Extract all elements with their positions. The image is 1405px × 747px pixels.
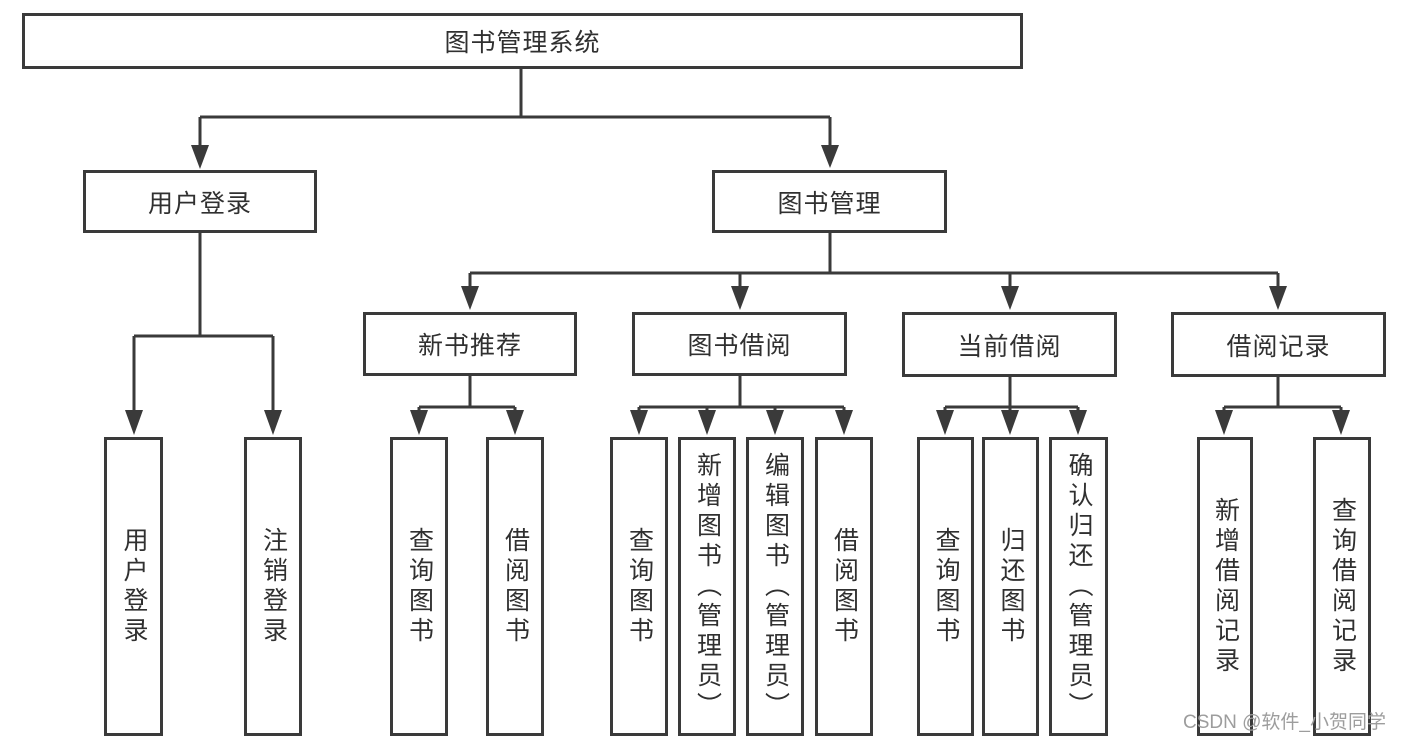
node-book-management: 图书管理 [712,170,947,233]
node-leaf-logout: 注销登录 [244,437,302,736]
node-bb-borrow-books: 借阅图书 [815,437,873,736]
node-leaf-user-login-label: 用户登录 [120,526,148,647]
node-cb-return-books-label: 归还图书 [997,526,1025,647]
node-user-login-group-label: 用户登录 [147,189,252,218]
node-leaf-user-login: 用户登录 [104,437,163,736]
node-bb-query-books-label: 查询图书 [625,526,654,647]
node-bb-add-books-label: 新增图书（管理员） [693,451,722,722]
node-book-borrowing-label: 图书借阅 [687,332,792,360]
node-leaf-logout-label: 注销登录 [259,526,288,647]
watermark: CSDN @软件_小贺同学 [1183,712,1386,733]
node-bb-edit-books-label: 编辑图书（管理员） [761,451,790,722]
node-bb-query-books: 查询图书 [610,437,668,736]
node-cb-return-books: 归还图书 [982,437,1039,736]
node-br-query-record-label: 查询借阅记录 [1328,496,1357,677]
node-bb-add-books: 新增图书（管理员） [678,437,736,736]
node-new-book-recommendation: 新书推荐 [363,312,577,376]
node-bb-edit-books: 编辑图书（管理员） [746,437,804,736]
node-borrowing-records: 借阅记录 [1171,312,1386,377]
node-br-add-record-label: 新增借阅记录 [1211,496,1240,677]
node-current-borrowing-label: 当前借阅 [957,332,1062,361]
node-new-book-recommendation-label: 新书推荐 [417,332,522,360]
node-cb-query-books-label: 查询图书 [932,526,960,647]
node-current-borrowing: 当前借阅 [902,312,1117,377]
node-borrowing-records-label: 借阅记录 [1226,332,1331,361]
node-br-query-record: 查询借阅记录 [1313,437,1371,736]
node-book-management-label: 图书管理 [777,189,882,218]
node-br-add-record: 新增借阅记录 [1197,437,1253,736]
node-user-login-group: 用户登录 [83,170,317,233]
node-bb-borrow-books-label: 借阅图书 [830,526,859,647]
node-cb-confirm-return: 确认归还（管理员） [1049,437,1108,736]
node-nb-query-books-label: 查询图书 [405,526,434,647]
node-root: 图书管理系统 [22,13,1023,69]
node-cb-query-books: 查询图书 [917,437,974,736]
node-root-label: 图书管理系统 [444,29,601,57]
node-nb-borrow-books-label: 借阅图书 [501,526,530,647]
node-nb-query-books: 查询图书 [390,437,448,736]
node-nb-borrow-books: 借阅图书 [486,437,544,736]
node-cb-confirm-return-label: 确认归还（管理员） [1065,451,1093,722]
node-book-borrowing: 图书借阅 [632,312,847,376]
